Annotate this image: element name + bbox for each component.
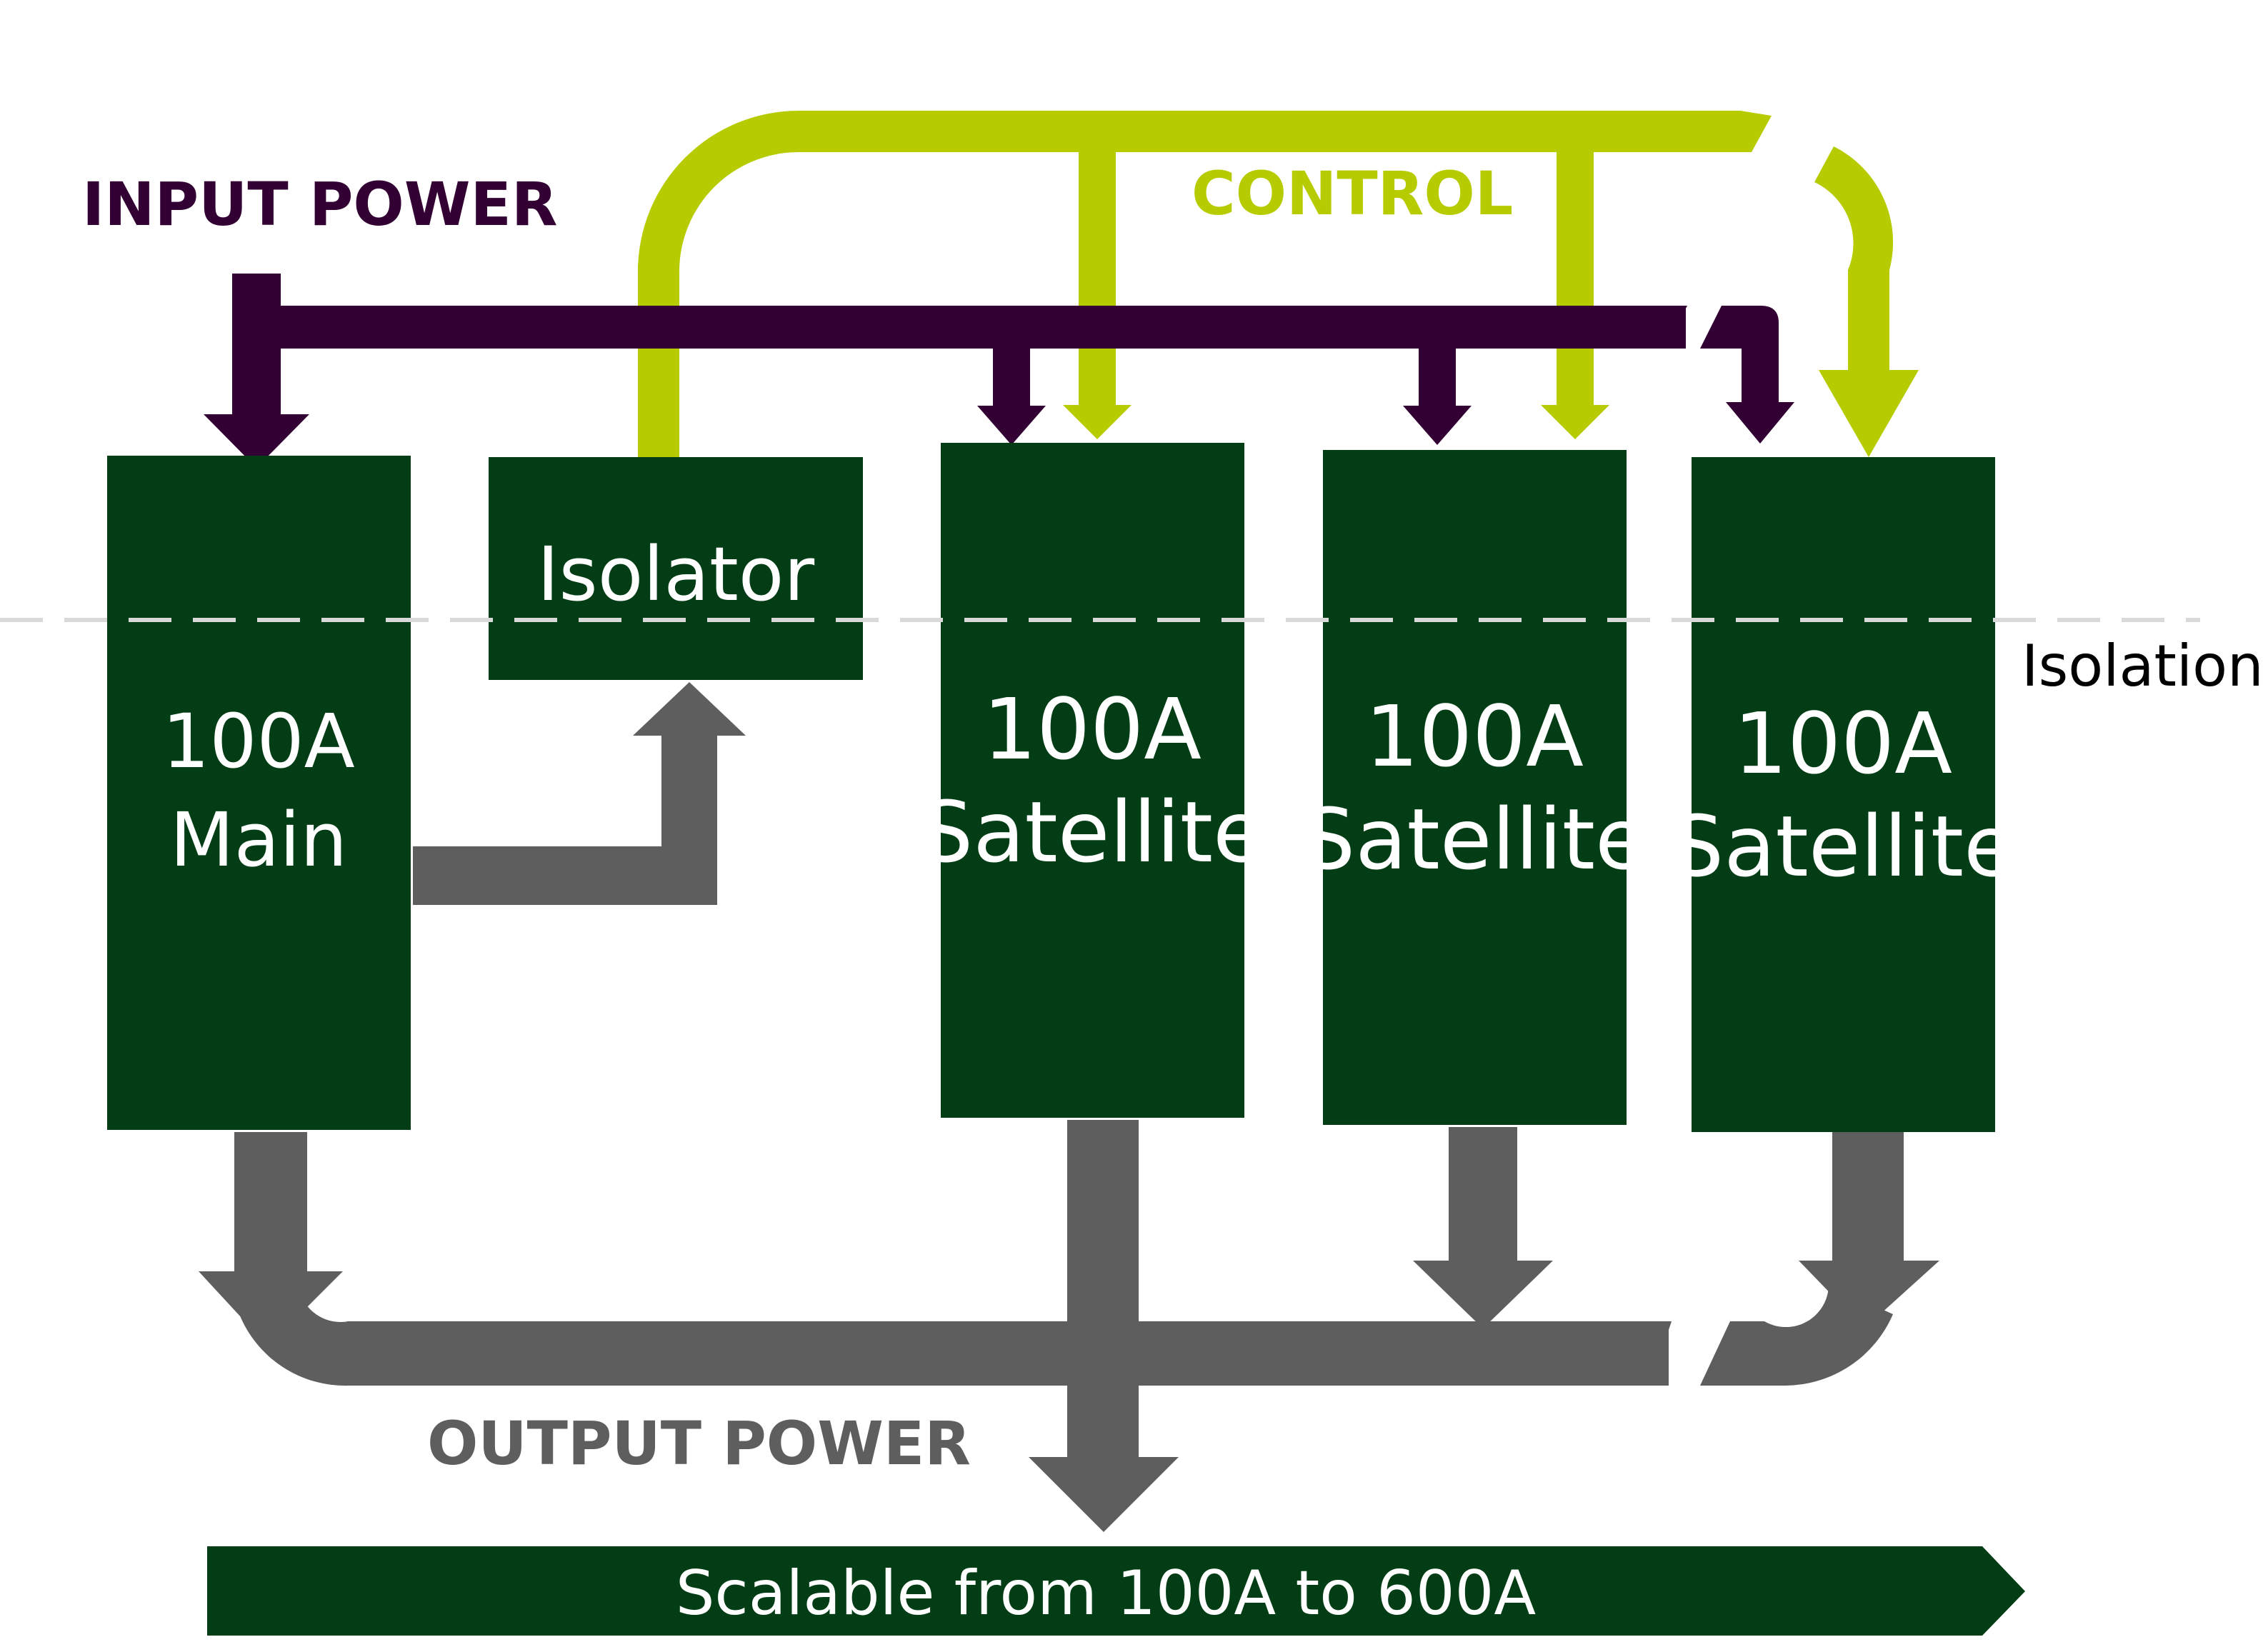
- satellite-2-name-label: Satellite: [1302, 790, 1647, 888]
- input-power-heading: INPUT POWER: [82, 169, 558, 239]
- output-power-heading: OUTPUT POWER: [427, 1408, 971, 1478]
- satellite-1-name-label: Satellite: [919, 783, 1264, 881]
- scalability-banner: Scalable from 100A to 600A: [207, 1546, 2025, 1636]
- module-isolator: Isolator: [489, 457, 863, 680]
- satellite-3-rating-label: 100A: [1734, 694, 1952, 793]
- isolator-label: Isolator: [537, 531, 815, 618]
- main-name-label: Main: [170, 796, 347, 883]
- main-rating-label: 100A: [162, 698, 355, 785]
- satellite-2-rating-label: 100A: [1365, 687, 1584, 786]
- control-lines: [638, 111, 1919, 457]
- control-heading: CONTROL: [1192, 159, 1513, 229]
- satellite-3-name-label: Satellite: [1670, 797, 2015, 896]
- scalability-label: Scalable from 100A to 600A: [676, 1558, 1537, 1629]
- satellite-1-rating-label: 100A: [983, 680, 1202, 779]
- input-power-lines: [204, 274, 1794, 468]
- output-power-lines: [199, 682, 1939, 1532]
- isolation-label: Isolation: [2022, 633, 2264, 699]
- module-satellite-3: 100A Satellite: [1670, 457, 2016, 1132]
- module-satellite-2: 100A Satellite: [1302, 450, 1647, 1125]
- module-satellite-1: 100A Satellite: [919, 443, 1265, 1118]
- module-main: 100A Main: [107, 456, 411, 1130]
